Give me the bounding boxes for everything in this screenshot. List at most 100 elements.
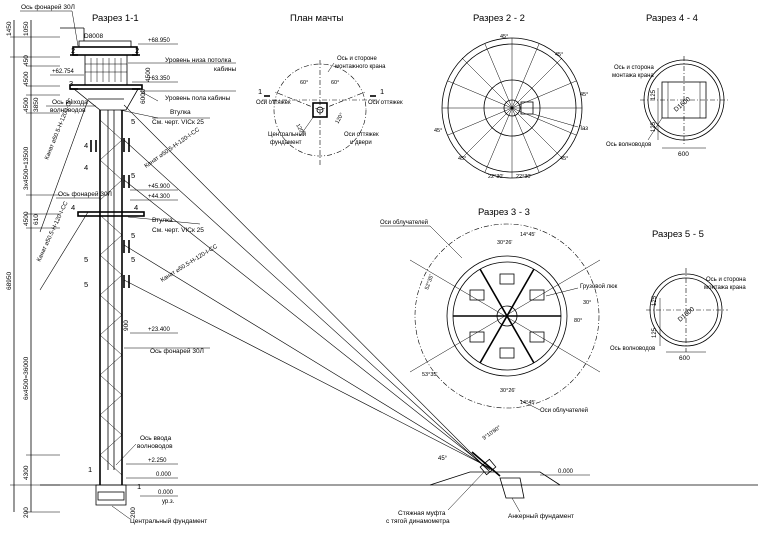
section-mark-4c: 4 (84, 141, 88, 150)
label-coupling-2: с тягой динамометра (386, 517, 450, 525)
section-mark-5c: 5 (131, 117, 135, 126)
elev-0000-a: 0.000 (156, 472, 172, 478)
sec44-dim-125b: 125 (651, 121, 657, 132)
sec33-angle-7: 30°26' (500, 388, 516, 394)
sec22-angle-1: 45° (500, 34, 508, 40)
sec33-hatch: Грузовой люк (580, 283, 618, 290)
mast-plan: 1 1 Оси оттяжек Оси оттяжек Ось и сторон… (256, 56, 403, 165)
rope-label-3: Канат ⌀50.5-Н-120-І-СС (36, 200, 69, 263)
dim-900: 900 (123, 320, 130, 331)
label-floor: Уровень пола кабины (165, 94, 231, 102)
sec33-angle-6: 53°35' (422, 372, 438, 378)
title-section-5-5: Разрез 5 - 5 (652, 229, 704, 240)
sec55-dim-125b: 125 (652, 327, 658, 338)
section-3-3: Оси облучателей Оси облучателей Грузовой… (380, 219, 618, 414)
label-drawing-ref: См. черт. VIСк 25 (152, 119, 204, 126)
sec33-angle-3: 52°35' (424, 274, 435, 291)
sec55-dim-125a: 125 (652, 295, 658, 306)
elev-2250: +2.250 (148, 458, 167, 464)
label-lamp-top: Ось фонарей 30Л (21, 3, 75, 11)
sec44-crane-1: Ось и сторона (614, 65, 654, 71)
section-mark-3: 3 (69, 79, 73, 88)
sec55-crane-1: Ось и сторона (706, 277, 746, 283)
dim-4500-a: 4500 (23, 71, 30, 86)
sec22-angle-7: 22°30' (488, 174, 504, 180)
section-mark-4: 4 (71, 203, 75, 212)
label-coupling-1: Стяжная муфта (398, 510, 446, 517)
dim-36000: 6x4500=36000 (23, 356, 30, 400)
section-mark-4b: 4 (134, 203, 138, 212)
plan-angle-60b: 60° (331, 80, 339, 86)
sec33-angle-5: 80° (574, 318, 582, 324)
sec22-angle-5: 45° (458, 156, 466, 162)
dim-600: 600 (140, 93, 147, 104)
dim-4300: 4300 (23, 465, 30, 480)
sec44-diam: D1600 (673, 96, 692, 114)
label-wg-exit-2: волноводов (50, 107, 86, 114)
anchor-angle-2: 9°10'80° (482, 425, 502, 442)
sec33-angle-2: 30°26' (497, 240, 513, 246)
elev-23400: +23.400 (148, 327, 171, 333)
section-mark-5a: 5 (84, 255, 88, 264)
dim-610: 610 (33, 214, 40, 225)
section-mark-2: 2 (71, 46, 75, 55)
label-wg-exit-1: Ось выхода (52, 99, 88, 106)
elev-44300: +44.300 (148, 194, 171, 200)
sec22-angle-3: 45° (580, 92, 588, 98)
plan-central-1: Центральный (268, 131, 306, 138)
plan-mark-1b: 1 (380, 87, 384, 96)
label-central-foundation: Центральный фундамент (130, 517, 207, 525)
anchor-elev: 0.000 (558, 469, 574, 475)
plan-angle-60a: 60° (300, 80, 308, 86)
sec55-wg-axis: Ось волноводов (610, 346, 655, 352)
plan-guy-door-1: Оси оттяжек (344, 132, 379, 138)
label-drawing-ref2: См. черт. VIСк 25 (152, 227, 204, 234)
sec22-angle-4: 45° (560, 156, 568, 162)
rope-label-4: Канат ⌀50.5-Н-120-І-СС (160, 243, 219, 283)
label-d8008: D8008 (84, 33, 104, 40)
dim-1050: 1050 (23, 21, 30, 36)
plan-guy-axis-left: Оси оттяжек (256, 100, 291, 106)
section-mark-4d: 4 (84, 163, 88, 172)
label-lamp-mid: Ось фонарей 30Л (58, 190, 112, 198)
elev-0000-b: 0.000 (158, 490, 174, 496)
dim-4500-b: 4500 (23, 97, 30, 112)
sec22-hatch: Лаз (578, 126, 588, 132)
label-sleeve: Втулка (170, 109, 191, 116)
label-ground: ур.з. (162, 499, 175, 505)
anchor-angle-45: 45° (438, 456, 448, 462)
plan-central-2: фундамент (270, 140, 302, 146)
plan-guy-door-2: и двери (350, 140, 372, 146)
title-section-3-3: Разрез 3 - 3 (478, 207, 530, 218)
dim-450: 450 (23, 55, 30, 66)
label-wg-in-2: волноводов (137, 443, 173, 450)
sec33-angle-1: 14°45' (520, 232, 536, 238)
dim-3850: 3850 (33, 97, 40, 112)
section-5-5: D1600 Ось и сторона монтажа крана Ось во… (610, 268, 746, 362)
sec22-angle-8: 22°30' (516, 174, 532, 180)
label-wg-in-1: Ось ввода (140, 435, 172, 442)
section-mark-5b: 5 (84, 280, 88, 289)
elev-63350: +63.350 (148, 76, 171, 82)
sec33-angle-4: 30° (583, 300, 591, 306)
label-lamp-low: Ось фонарей 30Л (150, 347, 204, 355)
sec55-dim-600: 600 (679, 355, 690, 362)
sec33-irradiators2: Оси облучателей (540, 407, 588, 414)
dim-13500: 3x4500=13500 (23, 146, 30, 190)
label-ceiling: Уровень низа потолка (165, 57, 232, 64)
section-mark-2b: 2 (135, 46, 139, 55)
dim-200-b: 200 (130, 507, 137, 518)
anchor-assembly: 45° 9°10'80° 0.000 Стяжная муфта с тягой… (386, 425, 590, 525)
label-cabin: кабины (214, 65, 237, 73)
sec55-crane-2: монтажа крана (704, 285, 746, 291)
dim-68950: 68950 (6, 272, 13, 290)
sec22-angle-2: 45° (555, 52, 563, 58)
dim-4500-d: 4500 (145, 67, 152, 82)
elev-68950: +68.950 (148, 38, 171, 44)
plan-crane-axis-1: Ось и стороне (337, 56, 377, 62)
sec33-irradiators: Оси облучателей (380, 219, 428, 226)
section-mark-5e: 5 (131, 171, 135, 180)
sec33-angle-8: 14°45' (520, 400, 536, 406)
sec22-angle-6: 45° (434, 128, 442, 134)
